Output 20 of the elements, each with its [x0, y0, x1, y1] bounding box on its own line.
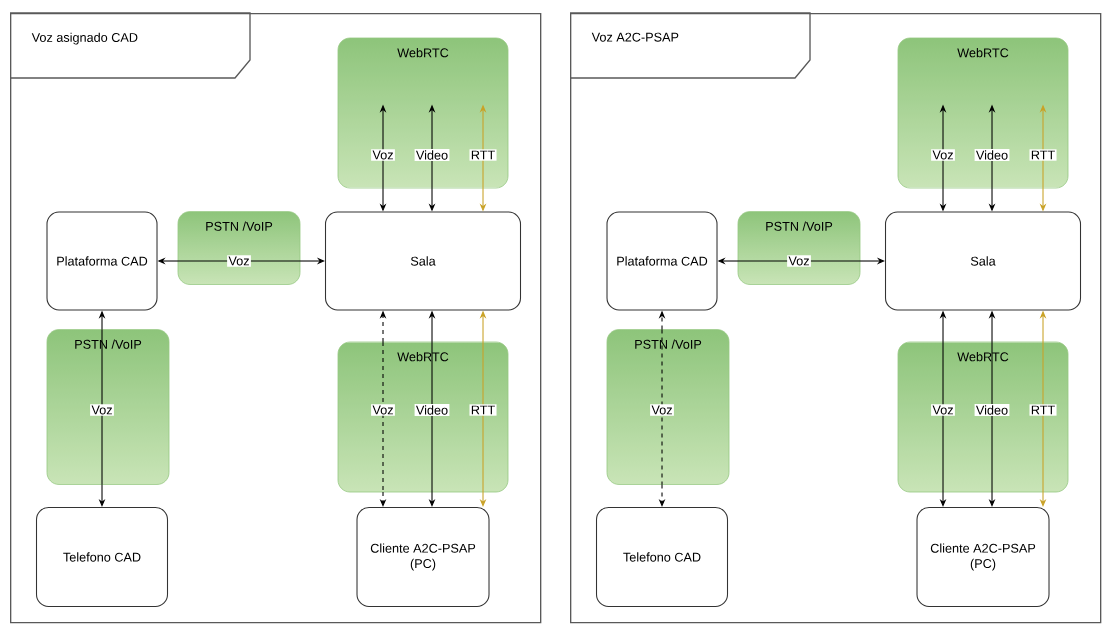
channel-box: PSTN /VoIP Voz	[177, 211, 301, 285]
process-box: Cliente A2C-PSAP (PC)	[356, 506, 490, 608]
process-box: Telefono CAD	[595, 506, 729, 608]
edge-label: Video	[414, 149, 450, 161]
process-box: Plataforma CAD	[46, 211, 158, 311]
process-box: Sala	[884, 211, 1082, 311]
edge-label: RTT	[1029, 149, 1057, 161]
channel-box: WebRTC Voz Video RTT	[897, 341, 1069, 493]
edge-label: Video	[974, 149, 1010, 161]
edge-label: RTT	[469, 149, 497, 161]
process-box: Sala	[324, 211, 522, 311]
edge-label: Voz	[931, 149, 955, 161]
channel-box: PSTN /VoIP Voz	[606, 328, 730, 486]
process-box: Cliente A2C-PSAP (PC)	[916, 506, 1050, 608]
channel-box: WebRTC Voz Video RTT	[337, 341, 509, 493]
process-box: Telefono CAD	[35, 506, 169, 608]
channel-box: PSTN /VoIP Voz	[46, 328, 170, 486]
channel-box: PSTN /VoIP Voz	[737, 211, 861, 285]
process-box: Plataforma CAD	[606, 211, 718, 311]
edge-label: Voz	[371, 149, 395, 161]
